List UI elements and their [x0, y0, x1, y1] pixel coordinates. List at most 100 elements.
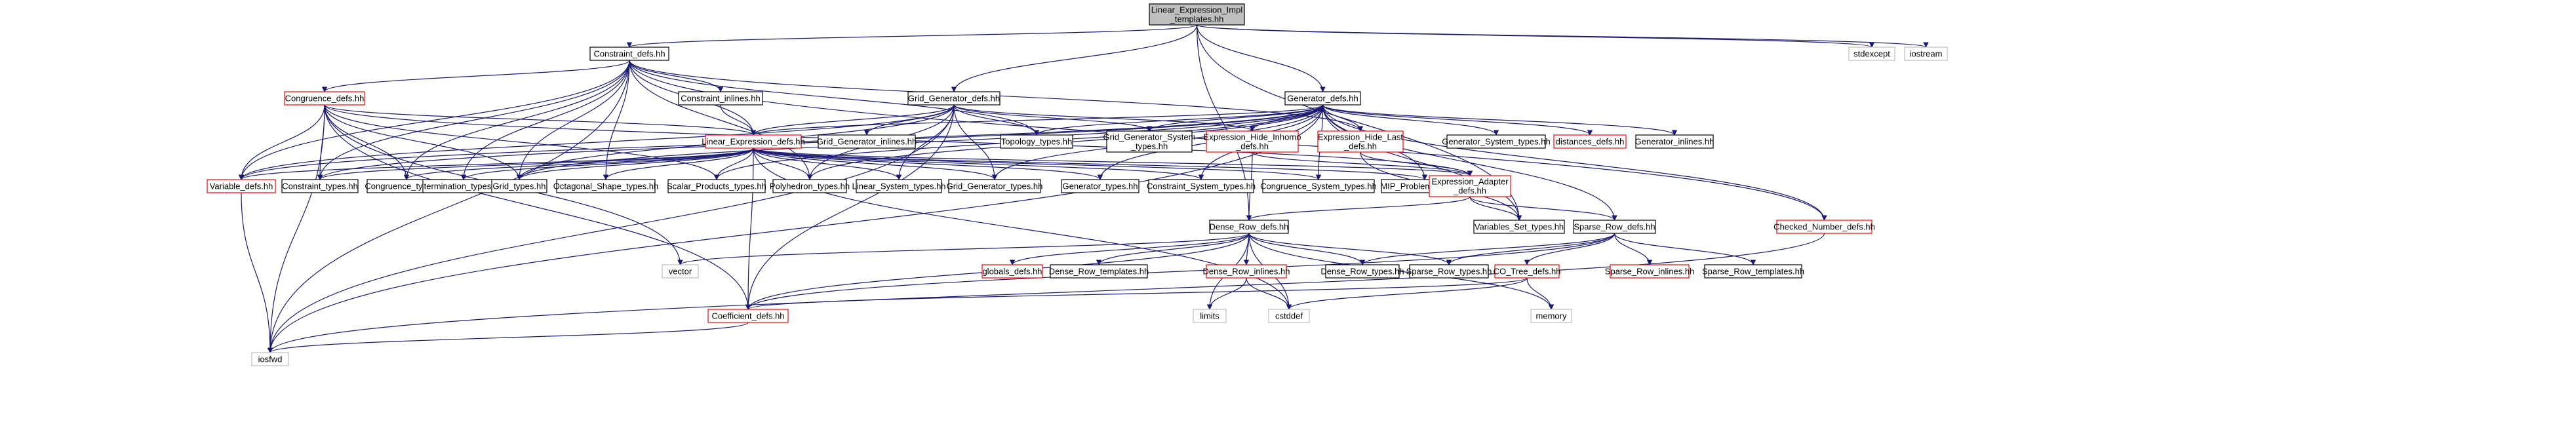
node-topology-types[interactable]: Topology_types.hh: [1000, 134, 1073, 149]
node-constraint-system-types[interactable]: Constraint_System_types.hh: [1147, 179, 1256, 193]
node-root: Linear_Expression_Impl_templates.hh: [1149, 3, 1245, 26]
node-label: Octagonal_Shape_types.hh: [553, 182, 658, 191]
node-constraint-types[interactable]: Constraint_types.hh: [281, 179, 359, 193]
edge-sparse_row_defs-to-co_tree_defs: [1524, 233, 1615, 265]
node-grid-generator-defs[interactable]: Grid_Generator_defs.hh: [907, 91, 1001, 106]
node-label: Dense_Row_inlines.hh: [1203, 267, 1290, 277]
node-generator-types[interactable]: Generator_types.hh: [1061, 179, 1139, 193]
node-grid-generator-inlines[interactable]: Grid_Generator_inlines.hh: [817, 134, 917, 149]
node-sparse-row-types[interactable]: Sparse_Row_types.hh: [1406, 264, 1492, 279]
node-expression-adapter-defs[interactable]: Expression_Adapter_defs.hh: [1429, 175, 1511, 197]
node-box: [284, 91, 365, 106]
edge-linear_expression_defs-to-linear_system_types: [753, 147, 902, 180]
edge-constraint_defs-to-topology_types: [629, 60, 1040, 136]
edge-root-to-generator_defs: [1196, 24, 1326, 92]
node-box: [907, 91, 1001, 106]
edge-root-to-constraint_defs: [627, 24, 1198, 48]
edge-expression_hide_inhomo-to-expression_adapter_defs: [1252, 151, 1473, 176]
node-coefficient-defs[interactable]: Coefficient_defs.hh: [707, 309, 789, 323]
node-dense-row-types[interactable]: Dense_Row_types.hh: [1320, 264, 1404, 279]
node-distances-defs[interactable]: distances_defs.hh: [1553, 134, 1627, 149]
node-linear-expression-defs[interactable]: Linear_Expression_defs.hh: [702, 134, 805, 149]
node-linear-system-types[interactable]: Linear_System_types.hh: [852, 179, 946, 193]
node-label: distances_defs.hh: [1556, 137, 1625, 147]
node-box: [662, 264, 699, 279]
node-label: Linear_Expression_Impl: [1151, 5, 1243, 15]
edge-root-to-grid_generator_defs: [951, 24, 1198, 92]
node-grid-generator-types[interactable]: Grid_Generator_types.hh: [947, 179, 1043, 193]
node-grid-types[interactable]: Grid_types.hh: [491, 179, 547, 193]
node-label: Grid_Generator_System: [1103, 132, 1196, 142]
node-octagonal-shape-types[interactable]: Octagonal_Shape_types.hh: [553, 179, 658, 193]
node-generator-inlines[interactable]: Generator_inlines.hh: [1635, 134, 1714, 149]
node-congruence-system-types[interactable]: Congruence_System_types.hh: [1260, 179, 1377, 193]
edge-generator_defs-to-sparse_row_defs: [1322, 104, 1617, 221]
node-label: cstddef: [1275, 311, 1303, 321]
node-box: [1776, 220, 1873, 234]
node-box: [1446, 134, 1546, 149]
node-label: Expression_Adapter: [1431, 177, 1509, 187]
node-generator-defs[interactable]: Generator_defs.hh: [1284, 91, 1361, 106]
edge-coefficient_defs-to-iosfwd: [268, 322, 749, 353]
node-generator-system-types[interactable]: Generator_System_types.hh: [1442, 134, 1551, 149]
node-constraint-defs[interactable]: Constraint_defs.hh: [589, 47, 669, 61]
node-dense-row-inlines[interactable]: Dense_Row_inlines.hh: [1203, 264, 1290, 279]
edge-linear_expression_defs-to-mip_problem_types: [753, 147, 1427, 180]
node-label: vector: [669, 267, 692, 277]
edge-congruence_defs-to-coefficient_defs: [324, 104, 751, 310]
edge-root-to-iostream: [1196, 24, 1929, 48]
node-variable-defs[interactable]: Variable_defs.hh: [207, 179, 276, 193]
edge-variable_defs-to-iosfwd: [241, 192, 273, 353]
node-box: [705, 134, 802, 149]
node-polyhedron-types[interactable]: Polyhedron_types.hh: [770, 179, 850, 193]
node-label: Dense_Row_templates.hh: [1049, 267, 1149, 277]
node-expression-hide-last[interactable]: Expression_Hide_Last_defs.hh: [1317, 130, 1404, 153]
node-checked-number-defs[interactable]: Checked_Number_defs.hh: [1773, 220, 1875, 234]
node-congruence-defs[interactable]: Congruence_defs.hh: [284, 91, 365, 106]
node-stdexcept: stdexcept: [1848, 47, 1895, 61]
edge-linear_expression_defs-to-variable_defs: [239, 147, 754, 180]
node-label: Constraint_System_types.hh: [1147, 182, 1256, 191]
node-label: Generator_System_types.hh: [1442, 137, 1550, 147]
node-box: [667, 179, 766, 193]
edge-grid_generator_defs-to-coefficient_defs: [745, 104, 955, 310]
node-label: Linear_System_types.hh: [852, 182, 945, 191]
edge-grid_generator_defs-to-topology_types: [953, 104, 1040, 136]
node-variables-set-types[interactable]: Variables_Set_types.hh: [1473, 220, 1565, 234]
node-sparse-row-inlines[interactable]: Sparse_Row_inlines.hh: [1605, 264, 1695, 279]
node-box: [1209, 220, 1289, 234]
node-scalar-products-types[interactable]: Scalar_Products_types.hh: [667, 179, 766, 193]
node-box: [1635, 134, 1714, 149]
node-co-tree-defs[interactable]: CO_Tree_defs.hh: [1494, 264, 1561, 279]
node-label: CO_Tree_defs.hh: [1494, 267, 1561, 277]
node-box: [1268, 309, 1310, 323]
node-sparse-row-defs[interactable]: Sparse_Row_defs.hh: [1573, 220, 1656, 234]
node-constraint-inlines[interactable]: Constraint_inlines.hh: [678, 91, 763, 106]
node-label: Sparse_Row_templates.hh: [1702, 267, 1804, 277]
node-box: [1848, 47, 1895, 61]
node-box: [1904, 47, 1948, 61]
node-grid-generator-system-types[interactable]: Grid_Generator_System_types.hh: [1103, 130, 1196, 153]
node-label: memory: [1536, 311, 1567, 321]
edge-dense_row_defs-to-dense_row_types: [1248, 233, 1366, 265]
edge-constraint_defs-to-congruence_defs: [321, 60, 630, 92]
edge-generator_defs-to-topology_types: [1033, 104, 1324, 136]
node-sparse-row-templates[interactable]: Sparse_Row_templates.hh: [1702, 264, 1804, 279]
edge-linear_expression_defs-to-grid_types: [516, 147, 754, 180]
node-label: Variables_Set_types.hh: [1475, 222, 1564, 232]
node-expression-hide-inhomo[interactable]: Expression_Hide_Inhomo_defs.hh: [1204, 130, 1301, 153]
edge-generator_defs-to-generator_system_types: [1322, 104, 1499, 136]
edge-dense_row_defs-to-sparse_row_types: [1248, 233, 1452, 265]
node-box: [1284, 91, 1361, 106]
edge-dense_row_inlines-to-cstddef: [1246, 277, 1292, 310]
node-box: [1429, 175, 1511, 197]
node-globals-defs[interactable]: globals_defs.hh: [981, 264, 1043, 279]
node-box: [556, 179, 656, 193]
node-dense-row-templates[interactable]: Dense_Row_templates.hh: [1049, 264, 1149, 279]
edge-linear_expression_defs-to-grid_generator_types: [753, 147, 998, 180]
edge-linear_expression_defs-to-cstddef: [753, 147, 1292, 310]
node-dense-row-defs[interactable]: Dense_Row_defs.hh: [1209, 220, 1289, 234]
node-termination-types[interactable]: termination_types.hh: [422, 179, 505, 193]
edge-co_tree_defs-to-memory: [1526, 277, 1555, 310]
edge-sparse_row_defs-to-sparse_row_types: [1446, 233, 1615, 265]
